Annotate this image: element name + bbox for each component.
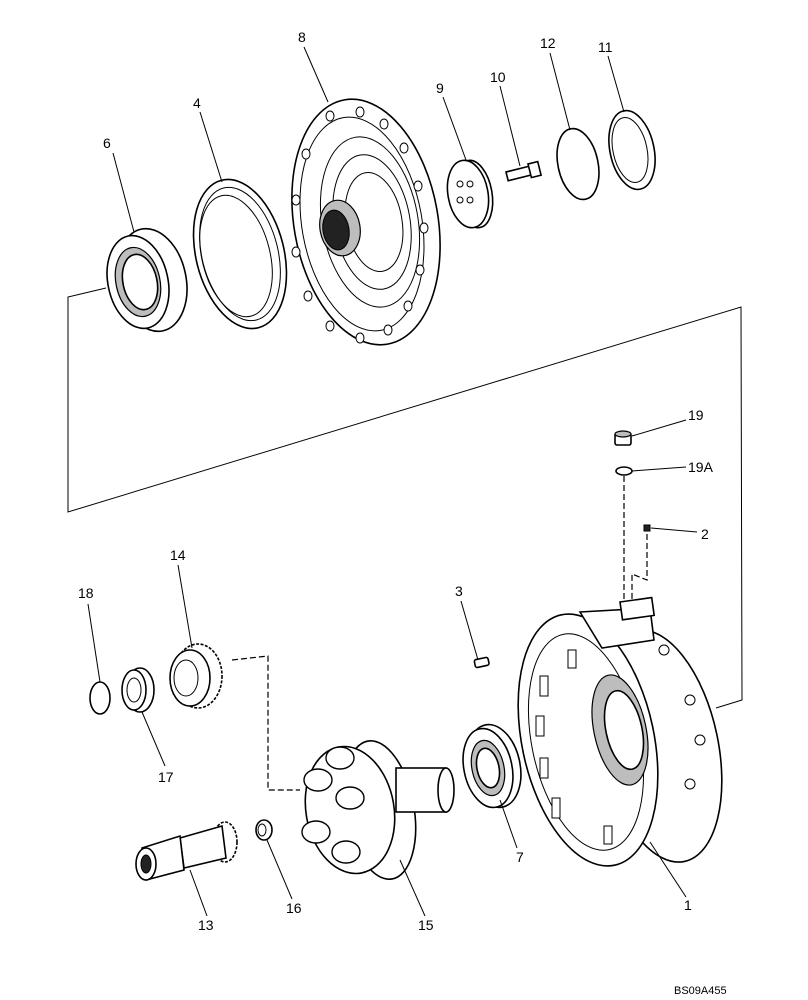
- part-1-housing: [517, 596, 723, 867]
- callout-12: 12: [540, 35, 556, 51]
- part-15-planet-carrier: [301, 740, 455, 880]
- part-8-hub: [291, 98, 441, 346]
- part-3-plug: [473, 656, 490, 669]
- callout-18: 18: [78, 585, 94, 601]
- callout-9: 9: [436, 80, 444, 96]
- callout-17: 17: [158, 769, 174, 785]
- part-12-o-ring: [556, 127, 600, 201]
- part-18-snap-ring: [89, 681, 111, 715]
- part-11-ring: [608, 109, 656, 191]
- drawing-reference-code: BS09A455: [674, 985, 727, 997]
- callout-3: 3: [455, 583, 463, 599]
- callout-15: 15: [418, 917, 434, 933]
- part-19a-washer: [615, 466, 633, 476]
- callout-7: 7: [516, 849, 524, 865]
- part-2-pin: [643, 524, 651, 532]
- callout-11: 11: [598, 39, 613, 55]
- part-14-gear: [169, 643, 223, 709]
- part-17-bearing: [121, 667, 155, 713]
- callout-2: 2: [701, 526, 709, 542]
- part-6-bearing: [106, 227, 188, 333]
- callout-1: 1: [684, 897, 692, 913]
- callout-16: 16: [286, 900, 302, 916]
- callout-6: 6: [103, 135, 111, 151]
- assembly-bracket-lines: [67, 287, 743, 709]
- callout-19a: 19A: [688, 459, 714, 475]
- callout-19: 19: [688, 407, 704, 423]
- callout-4: 4: [193, 95, 201, 111]
- callout-leaders: [87, 46, 698, 917]
- dashed-assembly-paths: [231, 476, 648, 791]
- part-4-seal: [192, 178, 288, 330]
- part-9-cover: [446, 159, 494, 229]
- callout-14: 14: [170, 547, 186, 563]
- callout-13: 13: [198, 917, 214, 933]
- callout-8: 8: [298, 29, 306, 45]
- part-7-bearing: [462, 723, 522, 809]
- part-19-plug: [614, 430, 632, 446]
- callout-10: 10: [490, 69, 506, 85]
- part-13-shaft: [135, 821, 238, 882]
- part-16-bushing: [255, 819, 273, 841]
- part-10-bolt: [505, 160, 543, 182]
